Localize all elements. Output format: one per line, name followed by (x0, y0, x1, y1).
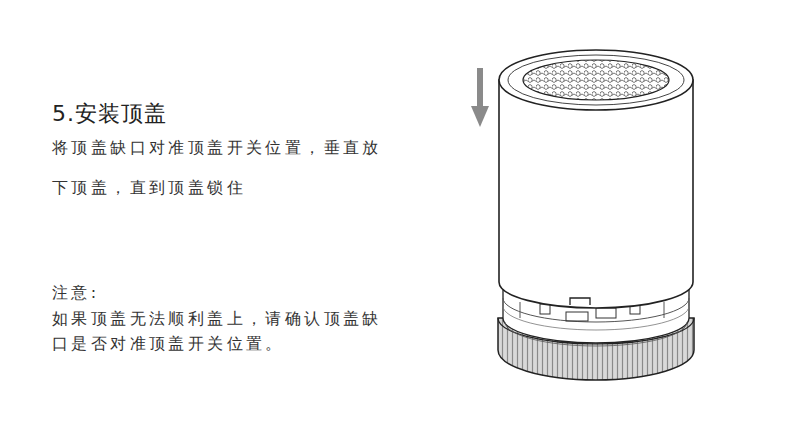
instruction-text: 下顶盖，直到顶盖锁住 (52, 178, 246, 199)
top-cover (499, 50, 693, 308)
step-title: 5.安装顶盖 (52, 99, 167, 129)
instruction-text: 将顶盖缺口对准顶盖开关位置，垂直放 (52, 138, 382, 159)
note-heading: 注意: (52, 283, 100, 304)
note-text: 如果顶盖无法顺利盖上，请确认顶盖缺口是否对准顶盖开关位置。 (52, 306, 398, 356)
down-arrow (471, 68, 489, 127)
